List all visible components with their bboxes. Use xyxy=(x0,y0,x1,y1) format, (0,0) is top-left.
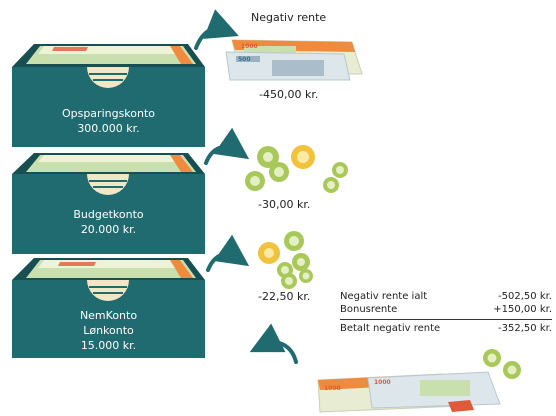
banknotes-bottom xyxy=(317,349,521,413)
interest-summary: Negativ rente ialt -502,50 kr. Bonusrent… xyxy=(340,290,552,335)
summary-value-bonus: +150,00 kr. xyxy=(493,304,552,315)
account-balance-nemkonto: 15.000 kr. xyxy=(80,339,137,352)
account-box-savings xyxy=(12,44,205,147)
account-box-nemkonto xyxy=(12,258,205,358)
summary-row-bonus: Bonusrente +150,00 kr. xyxy=(340,303,552,316)
account-balance-savings: 300.000 kr. xyxy=(77,122,140,135)
fee-savings: -450,00 kr. xyxy=(259,88,319,101)
fee-nemkonto: -22,50 kr. xyxy=(258,290,311,303)
coins-budget xyxy=(245,145,348,193)
summary-row-negative: Negativ rente ialt -502,50 kr. xyxy=(340,290,552,303)
arrow-nemkonto-to-coins xyxy=(206,234,250,272)
account-label-budget: Budgetkonto 20.000 kr. xyxy=(12,207,205,237)
banknotes-top xyxy=(225,39,363,81)
account-label-nemkonto: NemKonto Lønkonto 15.000 kr. xyxy=(12,308,205,353)
account-box-budget xyxy=(12,153,205,254)
account-balance-budget: 20.000 kr. xyxy=(80,223,137,236)
arrow-savings-to-notes xyxy=(194,9,239,50)
account-name-savings: Opsparingskonto xyxy=(61,107,156,120)
arrow-bonus-back xyxy=(249,323,298,364)
summary-value-total: -352,50 kr. xyxy=(498,323,552,334)
summary-row-total: Betalt negativ rente -352,50 kr. xyxy=(340,319,552,335)
account-name-budget: Budgetkonto xyxy=(73,208,144,221)
summary-label-bonus: Bonusrente xyxy=(340,304,398,315)
banknote-bottom-1000-label-2: 1000 xyxy=(374,379,391,386)
account-name-nemkonto: NemKonto xyxy=(79,309,138,322)
summary-label-negative: Negativ rente ialt xyxy=(340,291,428,302)
summary-value-negative: -502,50 kr. xyxy=(498,291,552,302)
fee-budget: -30,00 kr. xyxy=(258,198,311,211)
diagram-title: Negativ rente xyxy=(251,11,327,24)
summary-label-total: Betalt negativ rente xyxy=(340,323,441,334)
account-label-savings: Opsparingskonto 300.000 kr. xyxy=(12,106,205,136)
account-name-lonkonto: Lønkonto xyxy=(83,324,134,337)
arrow-budget-to-coins xyxy=(204,127,250,165)
banknote-bottom-1000-label: 1000 xyxy=(324,385,341,392)
banknote-1000-label: 1000 xyxy=(241,43,258,50)
coins-nemkonto xyxy=(258,231,313,289)
banknote-500-label: 500 xyxy=(238,56,251,63)
